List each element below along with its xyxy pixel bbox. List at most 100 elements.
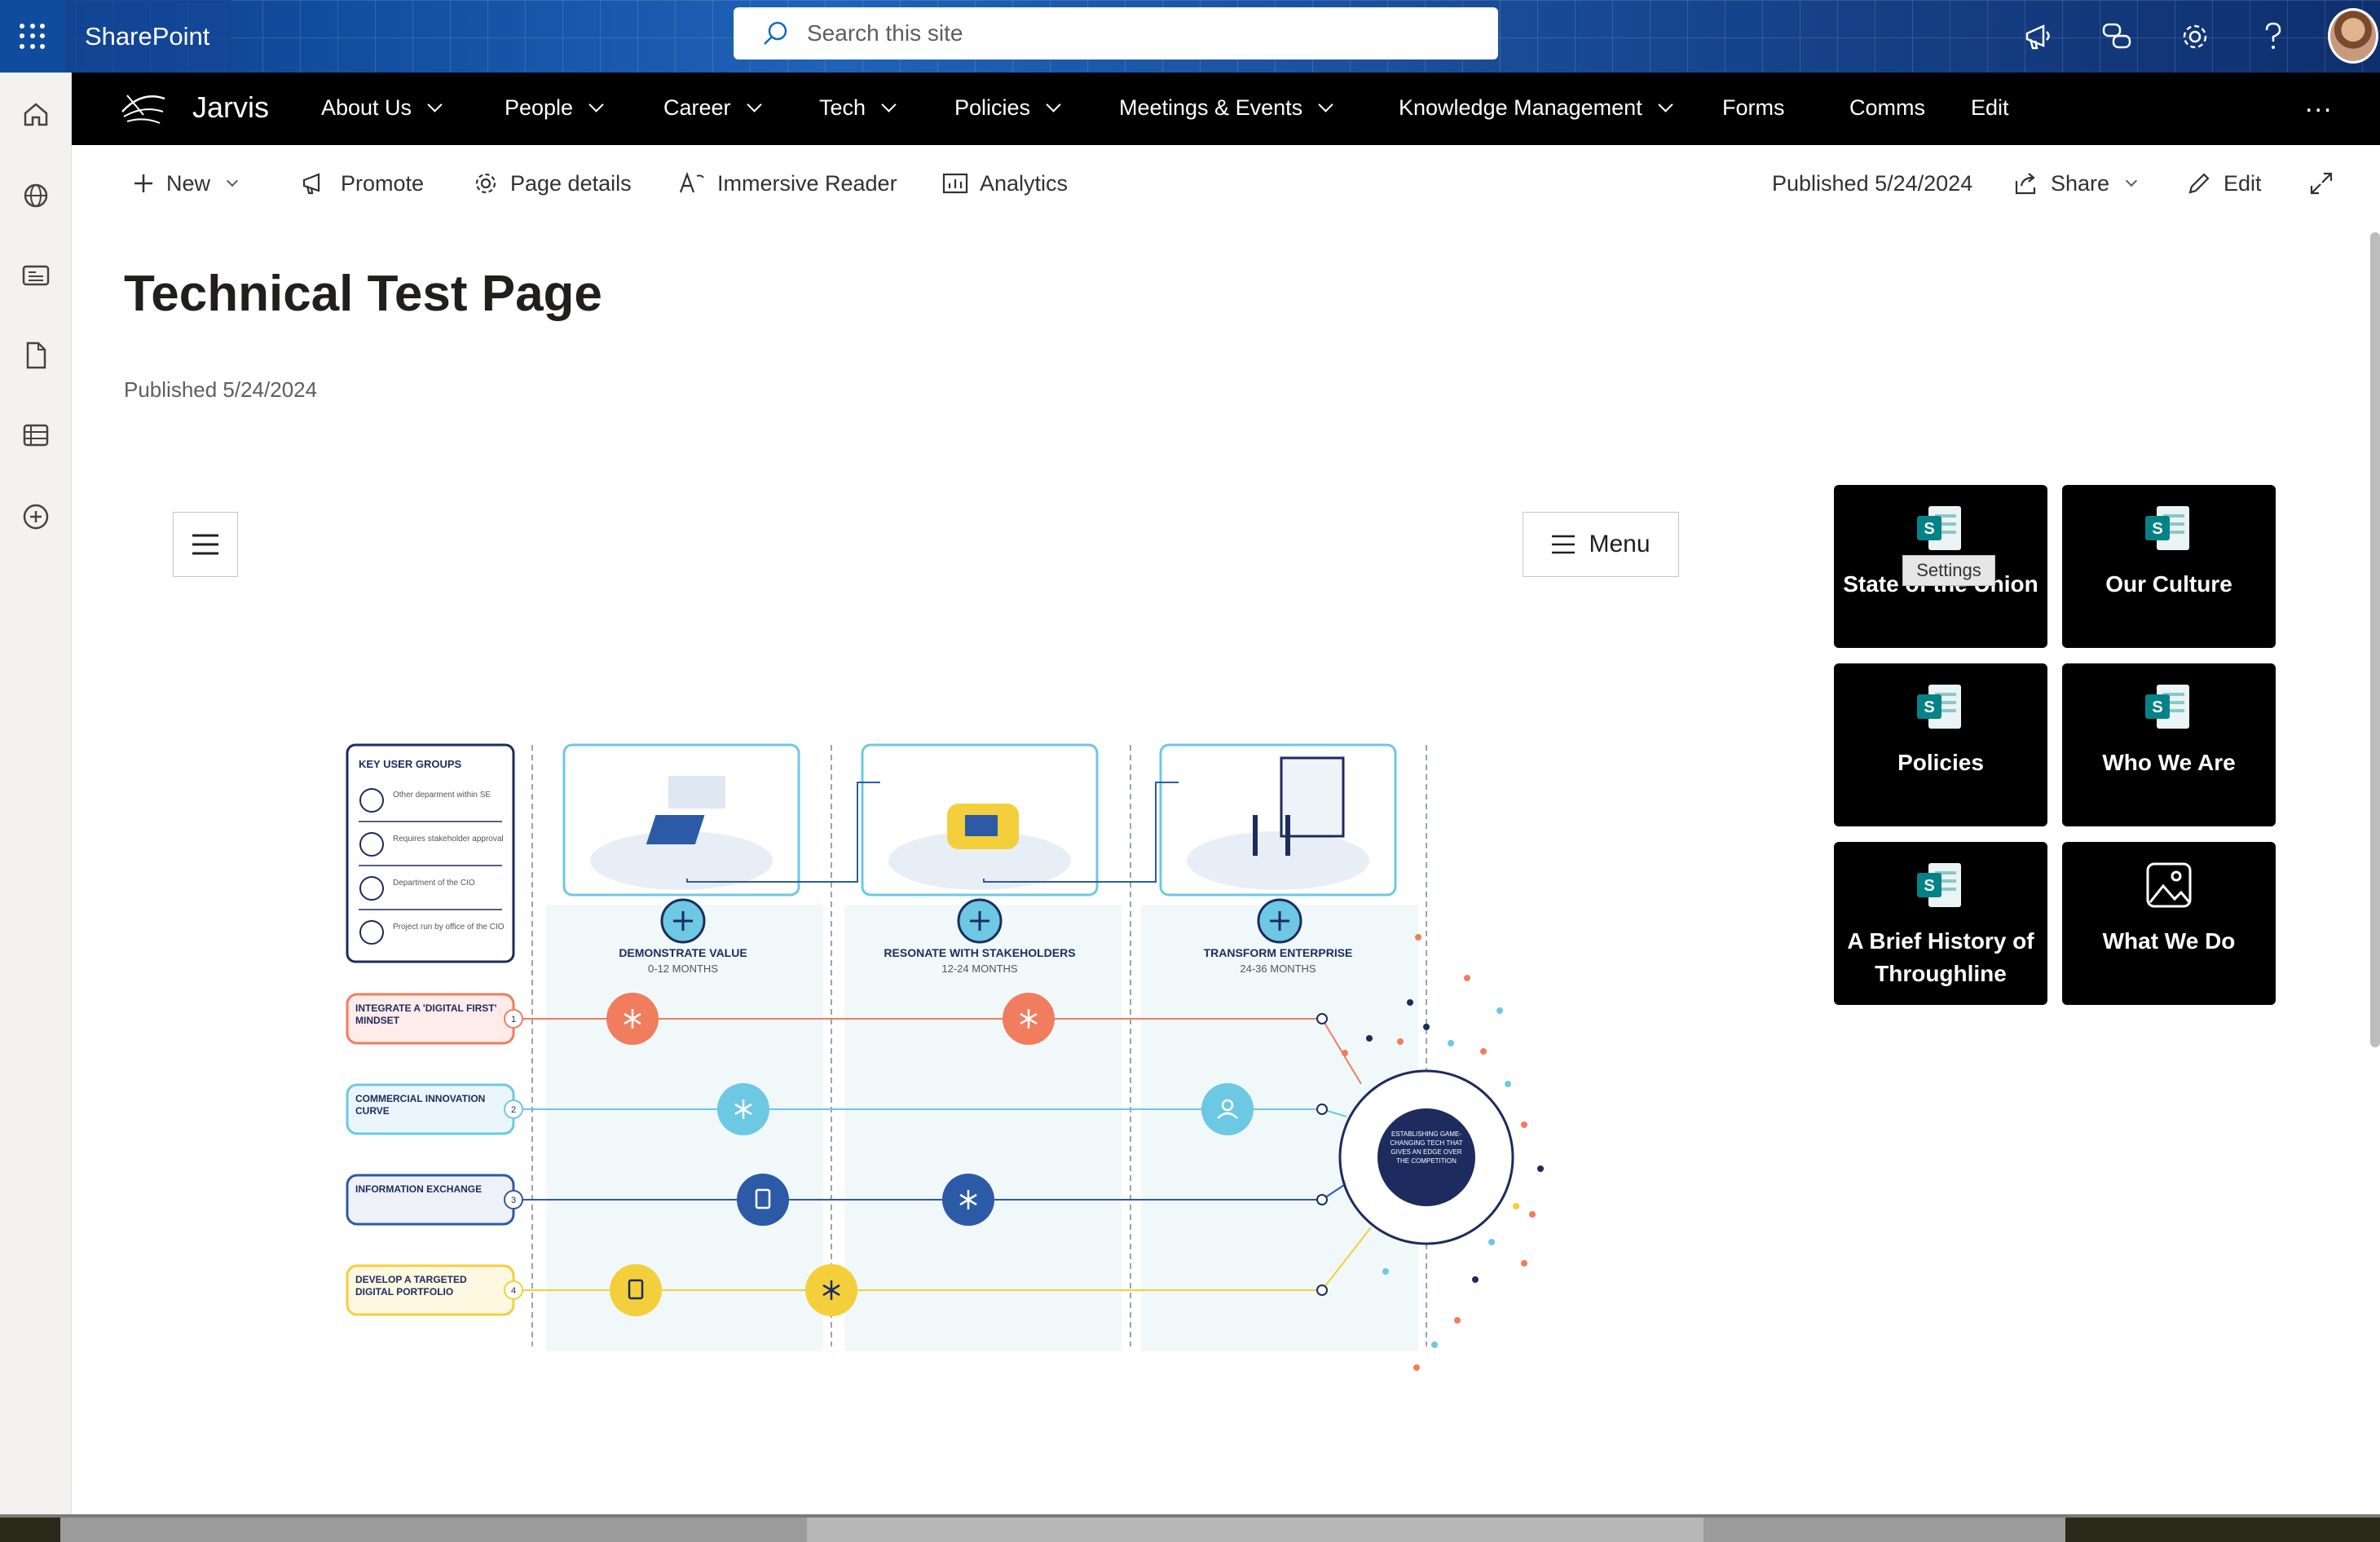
key-item: Project run by office of the CIO xyxy=(393,923,505,932)
home-button[interactable] xyxy=(15,93,57,135)
edit-button[interactable]: Edit xyxy=(2186,167,2262,200)
page-published-date: Published 5/24/2024 xyxy=(124,377,318,402)
left-rail xyxy=(0,73,72,1515)
menu-button[interactable]: Menu xyxy=(1523,512,1679,577)
analytics-label: Analytics xyxy=(980,170,1069,196)
nav-forms[interactable]: Forms xyxy=(1722,95,1785,121)
brand-label: SharePoint xyxy=(85,21,210,51)
avatar[interactable] xyxy=(2328,8,2378,64)
nav-people[interactable]: People xyxy=(505,95,604,121)
tile-label: Policies xyxy=(1897,750,1984,775)
more-options-button[interactable]: ... xyxy=(2305,87,2334,118)
document-icon xyxy=(26,341,46,369)
search-input[interactable]: Search this site xyxy=(807,20,963,46)
chevron-down-icon xyxy=(226,174,239,187)
gear-icon xyxy=(475,173,496,194)
key-title: KEY USER GROUPS xyxy=(359,758,462,770)
immersive-reader-label: Immersive Reader xyxy=(717,170,897,196)
sharepoint-icon: S xyxy=(2144,681,2194,732)
news-button[interactable] xyxy=(15,254,57,297)
help-button[interactable] xyxy=(2251,15,2295,59)
settings-tooltip: Settings xyxy=(1902,555,1995,586)
nav-about-us[interactable]: About Us xyxy=(321,95,443,121)
expand-button[interactable] xyxy=(2308,167,2346,200)
help-icon xyxy=(2265,22,2281,49)
stage-title: TRANSFORM ENTERPRISE xyxy=(1204,946,1353,959)
nav-career[interactable]: Career xyxy=(663,95,762,121)
row-label: COMMERCIAL INNOVATION CURVE xyxy=(355,1093,486,1117)
stage-title: RESONATE WITH STAKEHOLDERS xyxy=(884,946,1075,959)
new-button[interactable]: New xyxy=(132,167,239,200)
sharepoint-icon: S xyxy=(1915,503,1966,553)
row-number: 4 xyxy=(511,1286,516,1296)
home-icon xyxy=(24,103,48,126)
row-label: DEVELOP A TARGETED DIGITAL PORTFOLIO xyxy=(355,1274,467,1297)
page-details-button[interactable]: Page details xyxy=(473,167,632,200)
goal-text: ESTABLISHING GAME-CHANGING TECH THAT GIV… xyxy=(1390,1130,1463,1165)
tile-label: A Brief History of Throughline xyxy=(1847,928,2034,986)
chevron-down-icon xyxy=(1318,97,1333,112)
analytics-icon xyxy=(942,173,968,194)
create-button[interactable] xyxy=(15,496,57,538)
chat-icon xyxy=(2102,23,2131,49)
search-box[interactable]: Search this site xyxy=(734,7,1498,59)
site-logo-icon[interactable] xyxy=(119,87,168,130)
key-item: Requires stakeholder approval xyxy=(393,835,504,844)
row-number: 3 xyxy=(511,1196,516,1205)
tile-what-we-do[interactable]: What We Do xyxy=(2062,842,2276,1005)
nav-comms[interactable]: Comms xyxy=(1849,95,1925,121)
sites-button[interactable] xyxy=(15,174,57,217)
hamburger-icon xyxy=(1552,535,1576,554)
nav-edit-link[interactable]: Edit xyxy=(1971,95,2009,121)
hamburger-icon xyxy=(192,534,218,555)
chevron-down-icon xyxy=(427,97,443,112)
horizontal-scroll-thumb[interactable] xyxy=(807,1518,1703,1542)
svg-text:S: S xyxy=(1924,877,1934,895)
tile-label: Who We Are xyxy=(2102,750,2236,775)
tile-who-we-are[interactable]: S Who We Are xyxy=(2062,663,2276,826)
nav-tech[interactable]: Tech xyxy=(819,95,897,121)
copilot-button[interactable] xyxy=(2095,15,2139,59)
gear-icon xyxy=(2183,24,2207,49)
svg-text:S: S xyxy=(2152,520,2162,538)
nav-meetings-events[interactable]: Meetings & Events xyxy=(1119,95,1333,121)
megaphone-icon xyxy=(302,173,320,195)
list-icon xyxy=(23,424,49,447)
desktop-strip xyxy=(0,1518,60,1542)
nav-label: Meetings & Events xyxy=(1119,95,1303,120)
tile-brief-history[interactable]: S A Brief History of Throughline xyxy=(1834,842,2047,1005)
nav-policies[interactable]: Policies xyxy=(954,95,1061,121)
nav-label: Forms xyxy=(1722,95,1785,120)
chevron-down-icon xyxy=(1046,97,1061,112)
hub-navigation: Jarvis About Us People Career Tech Polic… xyxy=(72,73,2380,145)
megaphone-icon xyxy=(2025,24,2050,50)
tile-label: What We Do xyxy=(2102,928,2236,954)
app-launcher-button[interactable] xyxy=(0,0,65,73)
nav-label: Knowledge Management xyxy=(1399,95,1642,120)
key-user-groups-box xyxy=(346,743,515,963)
tile-policies[interactable]: S Policies xyxy=(1834,663,2047,826)
lists-button[interactable] xyxy=(15,414,57,456)
promote-button[interactable]: Promote xyxy=(302,167,424,200)
hamburger-menu-button[interactable] xyxy=(173,512,238,577)
settings-button[interactable] xyxy=(2173,15,2217,59)
brand-area[interactable]: SharePoint xyxy=(65,0,232,73)
published-status-label: Published 5/24/2024 xyxy=(1772,170,1973,196)
tile-our-culture[interactable]: S Our Culture xyxy=(2062,485,2276,648)
immersive-reader-button[interactable]: Immersive Reader xyxy=(678,167,897,200)
stage-range: 24-36 MONTHS xyxy=(1240,963,1316,975)
vertical-scrollbar[interactable] xyxy=(2370,232,2380,1047)
files-button[interactable] xyxy=(15,334,57,377)
stage-title: DEMONSTRATE VALUE xyxy=(619,946,747,959)
add-icon xyxy=(134,174,152,192)
chevron-down-icon xyxy=(746,97,762,112)
share-button[interactable]: Share xyxy=(2013,167,2138,200)
feedback-button[interactable] xyxy=(2018,15,2062,59)
nav-knowledge-management[interactable]: Knowledge Management xyxy=(1399,95,1673,121)
analytics-button[interactable]: Analytics xyxy=(942,167,1068,200)
sharepoint-icon: S xyxy=(1915,860,1966,910)
news-icon xyxy=(22,265,50,286)
site-title[interactable]: Jarvis xyxy=(192,90,270,124)
promote-label: Promote xyxy=(341,170,425,196)
expand-icon xyxy=(2310,172,2333,195)
